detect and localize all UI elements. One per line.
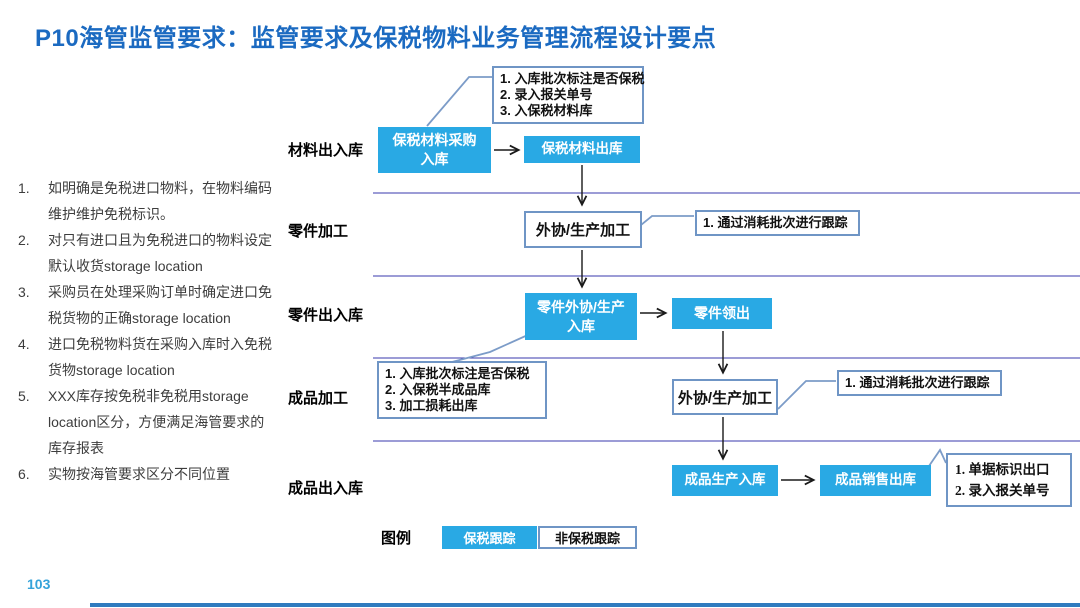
note-number: 6. [18, 466, 30, 482]
callout-line: 1. 单据标识出口 [955, 462, 1050, 477]
row-label-parts-in-out: 零件出入库 [288, 307, 364, 324]
note-item: 1. 如明确是免税进口物料，在物料编码维护维护免税标识。 [18, 175, 276, 227]
node-bonded-material-out: 保税材料出库 [524, 136, 640, 163]
callout-line: 1. 入库批次标注是否保税 [385, 366, 530, 381]
node-outsourcing-production-1: 外协/生产加工 [524, 211, 642, 248]
note-text: 对只有进口且为免税进口的物料设定默认收货storage location [48, 232, 272, 274]
legend-label: 图例 [381, 530, 412, 547]
callout-finished-in-notes: 1. 入库批次标注是否保税 2. 入保税半成品库 3. 加工损耗出库 [377, 361, 547, 420]
callout-line: 3. 入保税材料库 [500, 103, 593, 119]
row-label-parts-processing: 零件加工 [288, 223, 349, 240]
callout-line: 1. 入库批次标注是否保税 [500, 71, 645, 86]
page-number: 103 [27, 576, 51, 592]
callout-parts-tracking-note: 1. 通过消耗批次进行跟踪 [695, 210, 860, 237]
node-parts-outsourcing-production-in: 零件外协/生产入库 [525, 293, 637, 340]
callout-material-in-notes: 1. 入库批次标注是否保税 2. 录入报关单号 3. 入保税材料库 [492, 66, 645, 125]
note-item: 6. 实物按海管要求区分不同位置 [18, 461, 276, 487]
note-item: 4. 进口免税物料货在采购入库时入免税货物storage location [18, 331, 276, 383]
callout-line: 2. 录入报关单号 [955, 483, 1050, 498]
callout-sales-out-notes: 1. 单据标识出口 2. 录入报关单号 [946, 453, 1072, 507]
callout-finished-tracking-note: 1. 通过消耗批次进行跟踪 [837, 370, 1002, 397]
callout-line: 1. 通过消耗批次进行跟踪 [703, 215, 848, 230]
node-bonded-material-purchase-in: 保税材料采购入库 [378, 127, 491, 173]
callout-line: 1. 通过消耗批次进行跟踪 [845, 375, 990, 390]
note-text: XXX库存按免税非免税用storage location区分，方便满足海管要求的… [48, 388, 265, 456]
note-number: 1. [18, 180, 30, 196]
legend-non-bonded-chip: 非保税跟踪 [538, 526, 637, 549]
notes-list: 1. 如明确是免税进口物料，在物料编码维护维护免税标识。 2. 对只有进口且为免… [18, 175, 276, 487]
note-number: 4. [18, 336, 30, 352]
callout-line: 3. 加工损耗出库 [385, 398, 478, 414]
callout-line: 2. 录入报关单号 [500, 87, 593, 103]
legend-bonded-chip: 保税跟踪 [442, 526, 537, 549]
node-finished-production-in: 成品生产入库 [672, 465, 778, 496]
note-number: 2. [18, 232, 30, 248]
node-outsourcing-production-2: 外协/生产加工 [672, 379, 778, 415]
note-number: 3. [18, 284, 30, 300]
note-item: 5. XXX库存按免税非免税用storage location区分，方便满足海管… [18, 383, 276, 461]
node-finished-sales-out: 成品销售出库 [820, 465, 931, 496]
node-parts-issue: 零件领出 [672, 298, 772, 329]
note-text: 实物按海管要求区分不同位置 [48, 466, 230, 482]
row-label-finished-processing: 成品加工 [288, 390, 349, 407]
note-text: 进口免税物料货在采购入库时入免税货物storage location [48, 336, 272, 378]
note-item: 3. 采购员在处理采购订单时确定进口免税货物的正确storage locatio… [18, 279, 276, 331]
note-item: 2. 对只有进口且为免税进口的物料设定默认收货storage location [18, 227, 276, 279]
note-text: 采购员在处理采购订单时确定进口免税货物的正确storage location [48, 284, 272, 326]
page-title: P10海管监管要求：监管要求及保税物料业务管理流程设计要点 [35, 25, 717, 52]
note-text: 如明确是免税进口物料，在物料编码维护维护免税标识。 [48, 180, 272, 222]
callout-line: 2. 入保税半成品库 [385, 382, 491, 398]
bottom-accent-bar [90, 603, 1080, 607]
row-label-finished-in-out: 成品出入库 [288, 480, 364, 497]
note-number: 5. [18, 388, 30, 404]
row-label-material-in-out: 材料出入库 [288, 142, 364, 159]
